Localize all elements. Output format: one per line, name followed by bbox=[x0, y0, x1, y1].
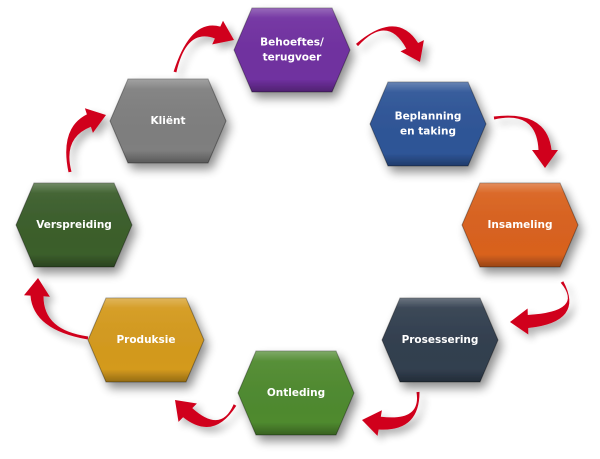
arrow-ontleding-to-produksie bbox=[175, 400, 237, 428]
hexagon-bevel bbox=[370, 82, 486, 166]
arrow-produksie-to-verspreiding bbox=[24, 278, 89, 340]
arrows-layer bbox=[24, 20, 570, 436]
arrow-prosessering-to-ontleding bbox=[362, 391, 420, 436]
step-label: terugvoer bbox=[263, 52, 322, 64]
step-label: Prosessering bbox=[402, 334, 479, 346]
step-verspreiding: Verspreiding bbox=[15, 182, 133, 268]
step-produksie: Produksie bbox=[87, 297, 205, 383]
hexagon-bevel bbox=[382, 298, 498, 382]
step-prosessering: Prosessering bbox=[381, 297, 499, 383]
step-beplanning: Beplanning en taking bbox=[369, 81, 487, 167]
arrow-klient-to-behoeftes bbox=[173, 20, 234, 73]
hexagon-bevel bbox=[234, 8, 350, 92]
hexagon-bevel bbox=[16, 183, 132, 267]
arrow-beplanning-to-insameling bbox=[493, 115, 558, 168]
hexagon-bevel bbox=[88, 298, 204, 382]
step-label: Produksie bbox=[116, 334, 175, 346]
step-label: Insameling bbox=[488, 219, 553, 231]
step-label: Verspreiding bbox=[36, 219, 112, 231]
step-label: Ontleding bbox=[267, 387, 325, 399]
step-ontleding: Ontleding bbox=[237, 350, 355, 436]
hexagon-bevel bbox=[110, 79, 226, 163]
step-label: Behoeftes/ bbox=[260, 37, 324, 49]
step-behoeftes: Behoeftes/terugvoer bbox=[233, 7, 351, 93]
step-label: en taking bbox=[400, 126, 456, 138]
hexagon-bevel bbox=[238, 351, 354, 435]
arrow-insameling-to-prosessering bbox=[510, 281, 570, 335]
arrow-behoeftes-to-beplanning bbox=[356, 26, 424, 62]
step-label: Beplanning bbox=[395, 111, 462, 123]
step-label: Kliënt bbox=[151, 115, 186, 127]
arrow-verspreiding-to-klient bbox=[66, 108, 106, 173]
step-insameling: Insameling bbox=[461, 182, 579, 268]
hexagon-bevel bbox=[462, 183, 578, 267]
step-klient: Kliënt bbox=[109, 78, 227, 164]
